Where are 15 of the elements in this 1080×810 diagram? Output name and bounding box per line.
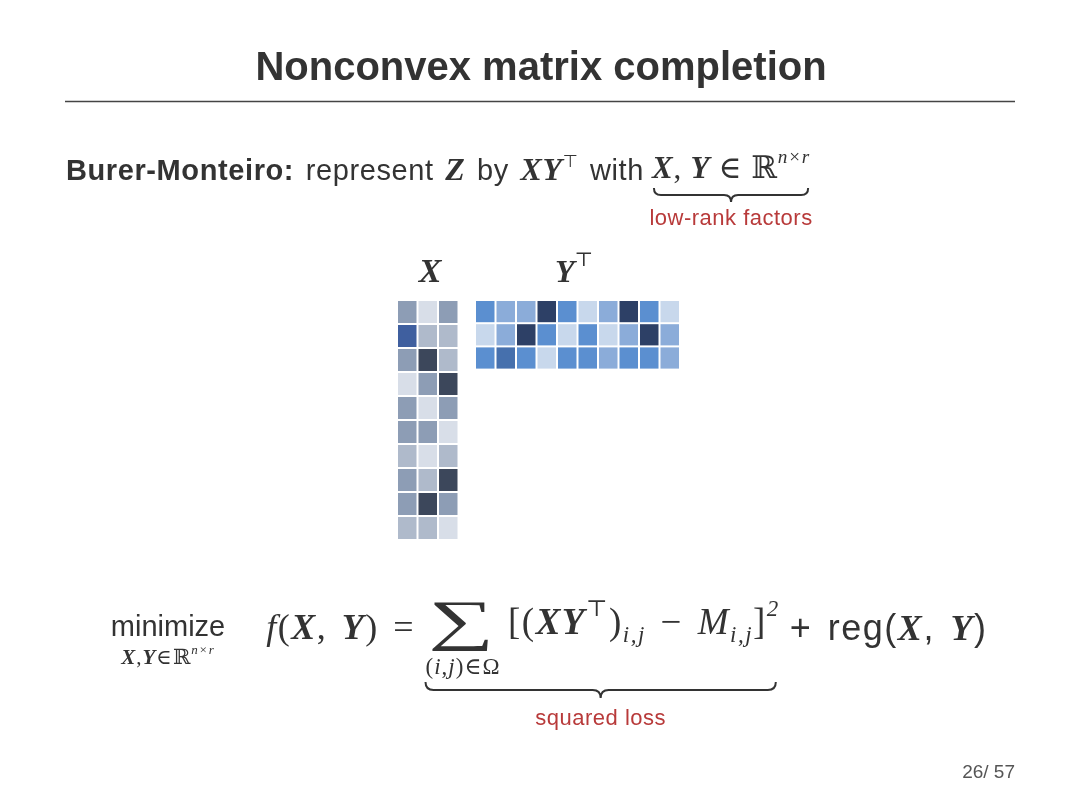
constraint-subscript: X,Y∈ℝ$^{n×r}$ <box>121 645 215 671</box>
matrix-label: Y$^{⊤}$ <box>554 252 594 291</box>
slide-title: Nonconvex matrix completion <box>255 43 827 90</box>
sum-index: (i,j)∈Ω <box>425 653 501 681</box>
math-expression: [(XY$^{⊤}$)$_{i,j}$ − M$_{i,j}$]$^{2}$ <box>508 600 780 645</box>
annotation-text: squared loss <box>535 705 667 732</box>
math-expression: + reg(X, Y) <box>789 606 988 650</box>
math-expression: f(X, Y) = <box>266 606 415 649</box>
page-number: 26/ 57 <box>962 761 1015 784</box>
operator-text: minimize <box>110 609 226 644</box>
annotation-text: low-rank factors <box>649 205 813 232</box>
body-text: Burer-Monteiro: represent Z by XY$^{⊤}$ with <box>66 151 644 189</box>
matrix-label: X <box>418 251 442 291</box>
math-expression: X, Y ∈ ℝ$^{n×r}$ <box>651 149 811 187</box>
sum-symbol: ∑ <box>428 588 494 653</box>
